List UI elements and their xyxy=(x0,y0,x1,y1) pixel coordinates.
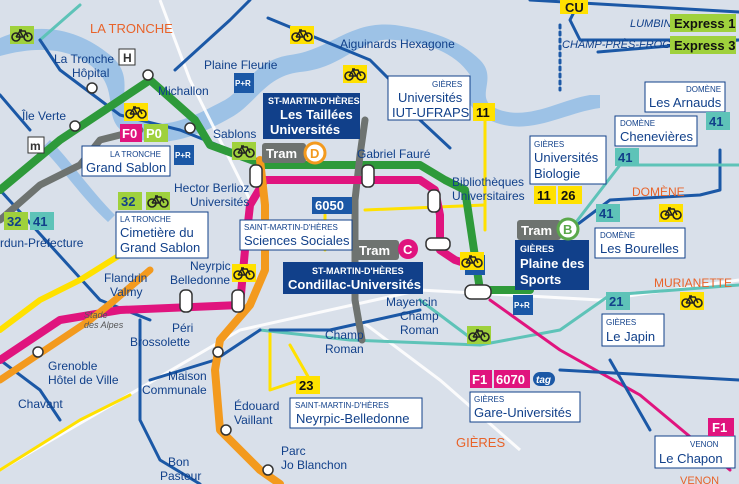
metro-m-icon: m xyxy=(30,139,41,153)
tag-logo: tag xyxy=(536,375,551,386)
line-41-badge-west: 41 xyxy=(33,214,47,229)
bike-icons xyxy=(10,26,704,344)
lumbin-label: LUMBIN xyxy=(630,18,672,30)
area-domene: DOMÈNE xyxy=(632,184,685,199)
bike-icon xyxy=(146,192,170,210)
line-cu-label: CU xyxy=(565,0,584,15)
river xyxy=(0,24,600,142)
line-41-badge-chenevieres: 41 xyxy=(618,150,632,165)
line-f1-badge-east: F1 xyxy=(712,420,727,435)
line-32-badge: 32 xyxy=(121,194,135,209)
line-21-badge: 21 xyxy=(609,294,623,309)
tram-c-badge: Tram xyxy=(359,243,390,258)
line-11-badge: 11 xyxy=(476,105,490,120)
line-11-badge-b: 11 xyxy=(537,188,551,203)
bike-icon xyxy=(680,292,704,310)
area-venon: VENON xyxy=(680,475,719,484)
line-f1-badge: F1 xyxy=(472,372,487,387)
park-and-ride-icon-sablon: P+R xyxy=(175,151,191,160)
express3-badge: Express 3 xyxy=(674,38,735,53)
tram-b-letter: B xyxy=(563,222,572,237)
line-32-badge-west: 32 xyxy=(7,214,21,229)
label-verdun: rdun-Préfecture xyxy=(0,236,84,250)
champ-pres-froges-label: CHAMP-PRÈS-FROGES xyxy=(562,38,686,51)
line-f0-badge: F0 xyxy=(122,126,137,141)
label-ile-verte: Île Verte xyxy=(21,108,66,123)
bike-icon xyxy=(290,26,314,44)
label-aiguinards: Aiguinards Hexagone xyxy=(340,37,455,51)
park-and-ride-icon: P+R xyxy=(235,79,251,88)
bike-icon xyxy=(460,252,484,270)
area-murianette: MURIANETTE xyxy=(654,276,732,290)
tram-b-badge: Tram xyxy=(521,223,552,238)
river-branch xyxy=(42,140,115,222)
bike-icon xyxy=(10,26,34,44)
bike-icon xyxy=(232,142,256,160)
bike-icon xyxy=(124,103,148,121)
tram-c-letter: C xyxy=(403,242,413,257)
park-and-ride-icon-gare: P+R xyxy=(514,301,530,310)
hospital-icon: H xyxy=(123,51,132,65)
line-p0-badge: P0 xyxy=(146,126,162,141)
line-41-badge-bourelles: 41 xyxy=(599,206,613,221)
area-gieres: GIÈRES xyxy=(456,435,505,450)
line-41-badge-arnauds: 41 xyxy=(709,114,723,129)
tram-d-letter: D xyxy=(310,146,319,161)
area-la-tronche: LA TRONCHE xyxy=(90,21,173,36)
label-sablons: Sablons xyxy=(213,127,256,141)
tram-a-line xyxy=(0,266,154,384)
line-23-badge: 23 xyxy=(299,378,313,393)
express1-badge: Express 1 xyxy=(674,16,735,31)
bike-icon xyxy=(343,65,367,83)
tram-b-line xyxy=(0,76,534,294)
label-plaine-fleurie: Plaine Fleurie xyxy=(204,58,278,72)
bike-icon xyxy=(232,264,256,282)
tram-e-line xyxy=(0,116,369,344)
line-6050-badge: 6050 xyxy=(315,198,344,213)
tram-d-badge: Tram xyxy=(266,146,297,161)
line-6070-badge: 6070 xyxy=(496,372,525,387)
bike-icon xyxy=(467,326,491,344)
label-michallon: Michallon xyxy=(158,84,209,98)
line-26-badge: 26 xyxy=(561,188,575,203)
label-gabriel-faure: Gabriel Fauré xyxy=(357,147,431,161)
bike-icon xyxy=(659,204,683,222)
label-chavant: Chavant xyxy=(18,397,63,411)
